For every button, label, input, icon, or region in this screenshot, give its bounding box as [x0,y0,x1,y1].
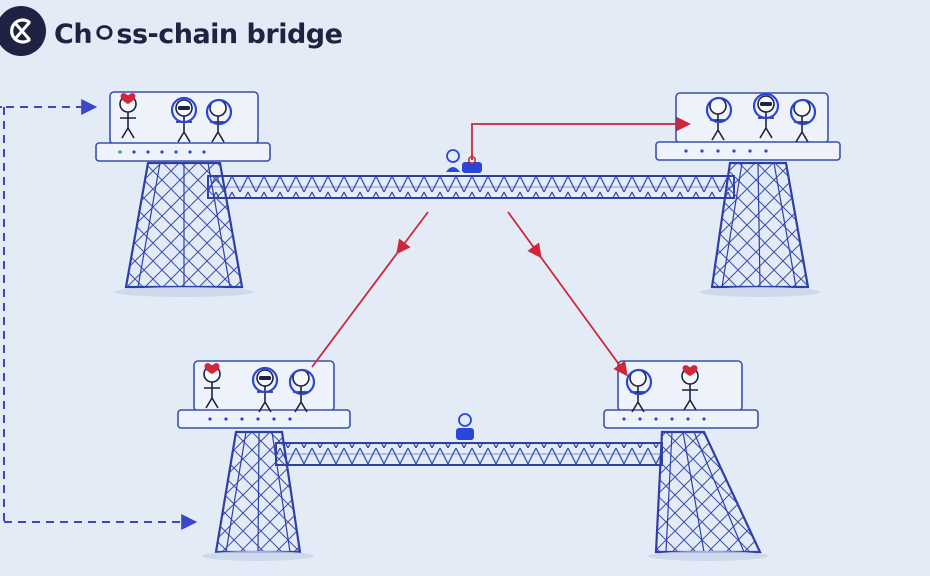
dashed-arrows [0,107,198,530]
figure-glasses-icon [251,366,279,413]
red-arrow-left-head [396,211,429,255]
figure-ring-icon [789,98,817,143]
top-bridge [95,91,841,297]
figure-heart-icon [681,365,699,411]
bottom-left-tower [202,430,314,561]
red-arrow-to-top-right [471,116,691,160]
figure-ring-icon [705,96,733,141]
red-arrow-to-bottom-left [311,251,399,368]
bottom-right-platform [603,360,759,429]
cross-chain-logo-icon [0,6,46,56]
red-arrow-to-bottom-right [539,255,628,377]
bottom-bridge [177,360,768,561]
red-arrow-right-head [507,211,542,259]
figure-glasses-icon [752,92,780,139]
figure-heart-icon [203,363,221,409]
header: Chㅇss-chain bridge [0,6,343,56]
bottom-center-operator [456,413,474,440]
figure-ring-icon [288,368,316,413]
top-left-tower [114,161,254,297]
figure-heart-icon [119,93,137,139]
figure-ring-icon [205,98,233,143]
figure-ring-icon [625,368,653,413]
bottom-right-tower [648,430,768,561]
red-arrows [311,116,691,377]
figure-glasses-icon [170,96,198,143]
top-right-tower [700,161,820,297]
figure-group [119,92,817,413]
top-center-operator [446,149,482,173]
page-title: Chㅇss-chain bridge [54,18,343,50]
